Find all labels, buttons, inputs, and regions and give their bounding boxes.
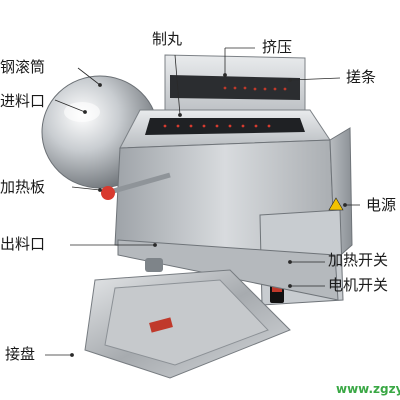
label-motor-switch: 电机开关 (328, 276, 389, 294)
watermark: www.zgzy (336, 382, 400, 396)
label-inlet: 进料口 (0, 92, 46, 110)
label-heating-plate: 加热板 (0, 178, 46, 196)
extrusion-holes (223, 86, 287, 91)
label-outlet: 出料口 (0, 235, 46, 253)
label-power: 电源 (366, 196, 397, 214)
label-tray: 接盘 (5, 345, 36, 363)
label-extrusion: 挤压 (262, 38, 293, 56)
label-pill-making: 制丸 (152, 30, 183, 48)
power-warning-icon (328, 197, 344, 211)
heating-plate-lever (101, 172, 171, 200)
leader-lines (45, 47, 360, 357)
label-rolling-strip: 搓条 (346, 68, 377, 86)
label-heating-switch: 加热开关 (328, 251, 389, 269)
label-drum: 钢滚筒 (0, 58, 46, 76)
receiving-tray (84, 269, 291, 379)
